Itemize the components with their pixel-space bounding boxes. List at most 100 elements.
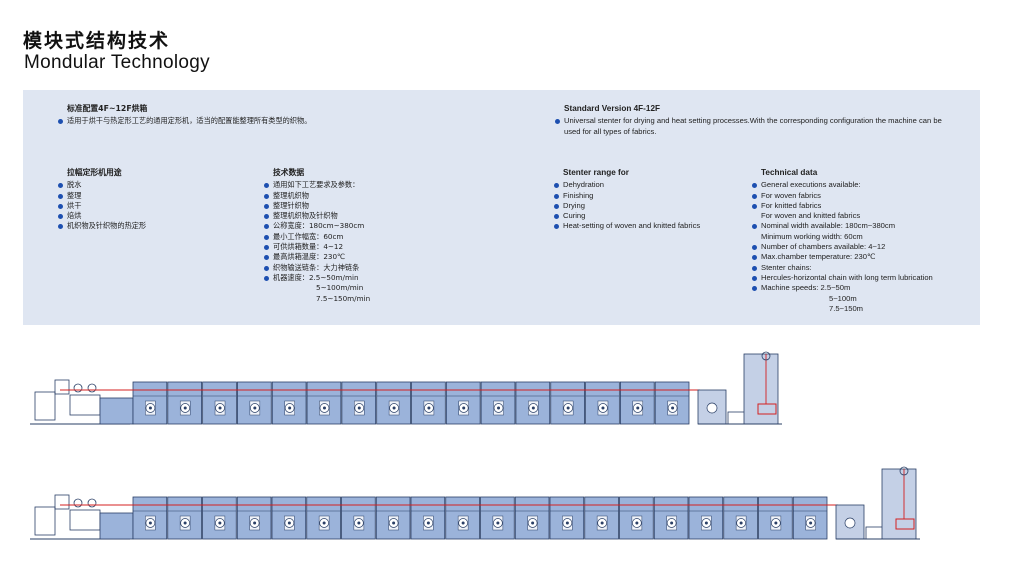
fan-hub	[497, 406, 501, 410]
en-tech-list: General executions available:For woven f…	[752, 180, 933, 314]
control-monitor	[54, 494, 70, 510]
feed-cabinet	[34, 391, 56, 421]
list-item: 最小工作幅宽：60cm	[264, 232, 370, 242]
fan-hub	[148, 521, 152, 525]
fan-hub	[183, 406, 187, 410]
cn-tech-block: 技术数据 通用如下工艺要求及参数：整理机织物整理针织物整理机织物及针织物公称宽度…	[264, 168, 370, 304]
plaiter-frame	[881, 468, 917, 540]
list-item: 机器速度：2.5~50m/min	[264, 273, 370, 283]
list-item: 适用于烘干与热定形工艺的通用定形机，适当的配置能整理所有类型的织物。	[58, 116, 311, 126]
cn-range-list: 脱水整理烘干焙烘机织物及针织物的热定形	[58, 180, 146, 231]
list-item: 7.5~150m/min	[316, 293, 371, 303]
cn-standard-block: 标准配置4F~12F烘箱 适用于烘干与热定形工艺的通用定形机，适当的配置能整理所…	[58, 104, 311, 127]
fan-hub	[671, 406, 675, 410]
feed-roller	[73, 498, 83, 508]
fan-hub	[739, 521, 743, 525]
list-item: Hercules-horizontal chain with long term…	[752, 273, 933, 283]
fan-hub	[565, 521, 569, 525]
list-item: 机织物及针织物的热定形	[58, 221, 146, 231]
list-item: 通用如下工艺要求及参数：	[264, 180, 370, 190]
fan-hub	[531, 521, 535, 525]
cn-standard-heading: 标准配置4F~12F烘箱	[67, 104, 148, 113]
list-item: Drying	[554, 201, 700, 211]
fan-hub	[218, 406, 222, 410]
cn-range-heading: 拉幅定形机用途	[67, 168, 122, 177]
dryer-chamber	[758, 496, 793, 540]
list-item: Machine speeds: 2.5~50m	[752, 283, 933, 293]
cn-tech-heading: 技术数据	[273, 168, 305, 177]
fan-hub	[322, 521, 326, 525]
fan-hub	[218, 521, 222, 525]
cn-tech-list: 通用如下工艺要求及参数：整理机织物整理针织物整理机织物及针织物公称宽度：180c…	[264, 180, 370, 304]
fan-hub	[287, 521, 291, 525]
fan-hub	[670, 521, 674, 525]
feed-cabinet	[34, 506, 56, 536]
inlet-section	[99, 397, 134, 425]
fan-hub	[462, 406, 466, 410]
machine-diagram-top	[30, 351, 782, 425]
list-item: 可供烘箱数量：4~12	[264, 242, 370, 252]
list-item: Finishing	[554, 191, 700, 201]
fan-hub	[426, 521, 430, 525]
list-item: 整理	[58, 191, 146, 201]
page-title-cn: 模块式结构技术	[23, 30, 171, 52]
fan-hub	[461, 521, 465, 525]
fan-hub	[392, 521, 396, 525]
list-item: Dehydration	[554, 180, 700, 190]
list-item: Max.chamber temperature: 230℃	[752, 252, 933, 262]
list-item: 整理机织物	[264, 191, 370, 201]
list-item: 整理针织物	[264, 201, 370, 211]
fan-hub	[601, 406, 605, 410]
plaiter-roller	[761, 351, 771, 361]
fabric-stack	[895, 518, 915, 530]
spec-panel	[23, 90, 980, 325]
list-item: 整理机织物及针织物	[264, 211, 370, 221]
fabric-stack	[757, 403, 777, 415]
fan-hub	[427, 406, 431, 410]
list-item: For woven fabrics	[752, 191, 933, 201]
fan-hub	[357, 406, 361, 410]
list-item: 5~100m	[829, 293, 857, 303]
fan-hub	[496, 521, 500, 525]
en-standard-block: Standard Version 4F-12F Universal stente…	[555, 104, 950, 137]
fan-hub	[635, 521, 639, 525]
feed-roller	[73, 383, 83, 393]
list-item: 烘干	[58, 201, 146, 211]
inlet-section	[99, 512, 134, 540]
cooling-fan-icon	[706, 402, 718, 414]
fan-hub	[600, 521, 604, 525]
list-item: Curing	[554, 211, 700, 221]
feed-roller	[87, 383, 97, 393]
cooling-fan-icon	[844, 517, 856, 529]
fan-hub	[392, 406, 396, 410]
list-item: Number of chambers available: 4~12	[752, 242, 933, 252]
list-item: 公称宽度：180cm~380cm	[264, 221, 370, 231]
en-tech-heading: Technical data	[761, 168, 818, 177]
en-standard-heading: Standard Version 4F-12F	[564, 104, 661, 113]
control-monitor	[54, 379, 70, 395]
dryer-chamber	[411, 381, 446, 425]
list-item: 7.5~150m	[829, 303, 863, 313]
fan-hub	[566, 406, 570, 410]
list-item: Universal stenter for drying and heat se…	[555, 116, 950, 137]
list-item: For woven and knitted fabrics	[761, 211, 861, 221]
fan-hub	[288, 406, 292, 410]
fan-hub	[183, 521, 187, 525]
fan-hub	[636, 406, 640, 410]
dryer-chamber	[306, 496, 341, 540]
list-item: Nominal width available: 180cm~380cm	[752, 221, 933, 231]
fan-hub	[148, 406, 152, 410]
fan-hub	[531, 406, 535, 410]
dryer-chamber	[480, 381, 516, 425]
list-item: 5~100m/min	[316, 283, 364, 293]
fan-hub	[322, 406, 326, 410]
list-item: Minimum working width: 60cm	[761, 231, 863, 241]
padder-unit	[69, 394, 101, 416]
fan-hub	[253, 521, 257, 525]
en-standard-list: Universal stenter for drying and heat se…	[555, 116, 950, 137]
cn-standard-list: 适用于烘干与热定形工艺的通用定形机，适当的配置能整理所有类型的织物。	[58, 116, 311, 126]
list-item: General executions available:	[752, 180, 933, 190]
page-title-en: Mondular Technology	[24, 52, 210, 73]
